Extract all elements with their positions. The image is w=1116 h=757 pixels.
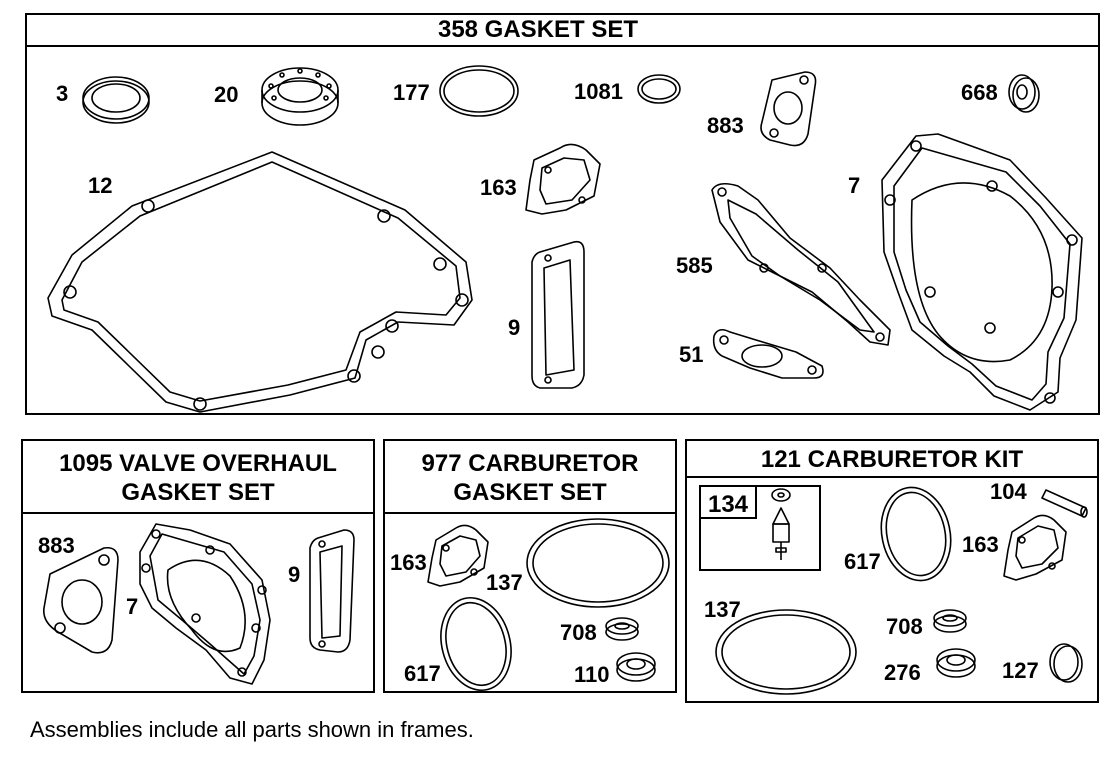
part-668-washer [1008,74,1040,113]
part-585-gasket [711,182,891,346]
label-20: 20 [214,82,238,107]
label-617: 617 [404,661,441,686]
sub-frame-134: 134 [699,485,821,571]
label-617: 617 [844,549,881,574]
frame-title: 358 GASKET SET [438,16,638,43]
part-104-pin [1041,489,1088,518]
part-7-head-gasket [139,523,271,685]
part-617-o-ring [440,596,512,692]
part-137-o-ring [526,518,670,608]
label-163: 163 [480,175,517,200]
label-163: 163 [962,532,999,557]
frame-gasket-set: 358 GASKET SET 3 20 177 [25,13,1100,415]
label-137: 137 [704,597,741,622]
part-276-washer [936,648,976,678]
part-9-valve-cover-gasket [531,240,585,389]
part-12-crankcase-gasket [47,151,473,413]
label-585: 585 [676,253,713,278]
label-708: 708 [886,614,923,639]
label-708: 708 [560,620,597,645]
label-9: 9 [508,315,520,340]
label-110: 110 [574,662,610,687]
part-1081-ring [637,74,681,104]
frame-carb-kit: 121 CARBURETOR KIT 134 104 617 [685,439,1099,703]
label-276: 276 [884,660,921,685]
part-20-oil-seal [261,67,339,126]
part-127-plug [1049,643,1083,683]
frame-title-line1: 1095 VALVE OVERHAUL [59,450,337,477]
label-7: 7 [848,173,860,198]
part-137-o-ring [715,609,857,695]
part-883-gasket [42,546,119,654]
part-7-head-gasket [881,133,1083,411]
part-163-gasket [525,143,601,215]
part-883-gasket [760,71,817,147]
part-708-washer [933,609,967,633]
label-1081: 1081 [574,79,623,104]
label-51: 51 [679,342,703,367]
part-9-valve-cover-gasket [309,529,355,653]
frame-title-line2: GASKET SET [453,479,607,506]
label-127: 127 [1002,658,1039,683]
part-51-gasket [712,328,824,379]
part-177-o-ring [439,65,519,117]
frame-valve-overhaul: 1095 VALVE OVERHAUL GASKET SET 883 7 [21,439,375,693]
label-7: 7 [126,594,138,619]
part-3-seal [82,76,150,124]
label-3: 3 [56,81,68,106]
sub-frame-label: 134 [708,491,749,518]
part-163-gasket [427,524,489,587]
frame-title-line2: GASKET SET [121,479,275,506]
frame-carb-gasket: 977 CARBURETOR GASKET SET 163 137 617 7 [383,439,677,693]
label-9: 9 [288,562,300,587]
part-617-o-ring [880,486,952,582]
label-883: 883 [38,533,75,558]
footer-note: Assemblies include all parts shown in fr… [30,717,474,742]
part-110-washer [616,652,656,682]
label-177: 177 [393,80,430,105]
part-163-gasket [1003,514,1067,581]
frame-title: 121 CARBURETOR KIT [761,446,1024,473]
label-12: 12 [88,173,112,198]
label-137: 137 [486,570,523,595]
frame-title-line1: 977 CARBURETOR [422,450,639,477]
part-708-washer [605,617,639,641]
label-163: 163 [390,550,427,575]
label-668: 668 [961,80,998,105]
label-104: 104 [990,479,1027,504]
label-883: 883 [707,113,744,138]
